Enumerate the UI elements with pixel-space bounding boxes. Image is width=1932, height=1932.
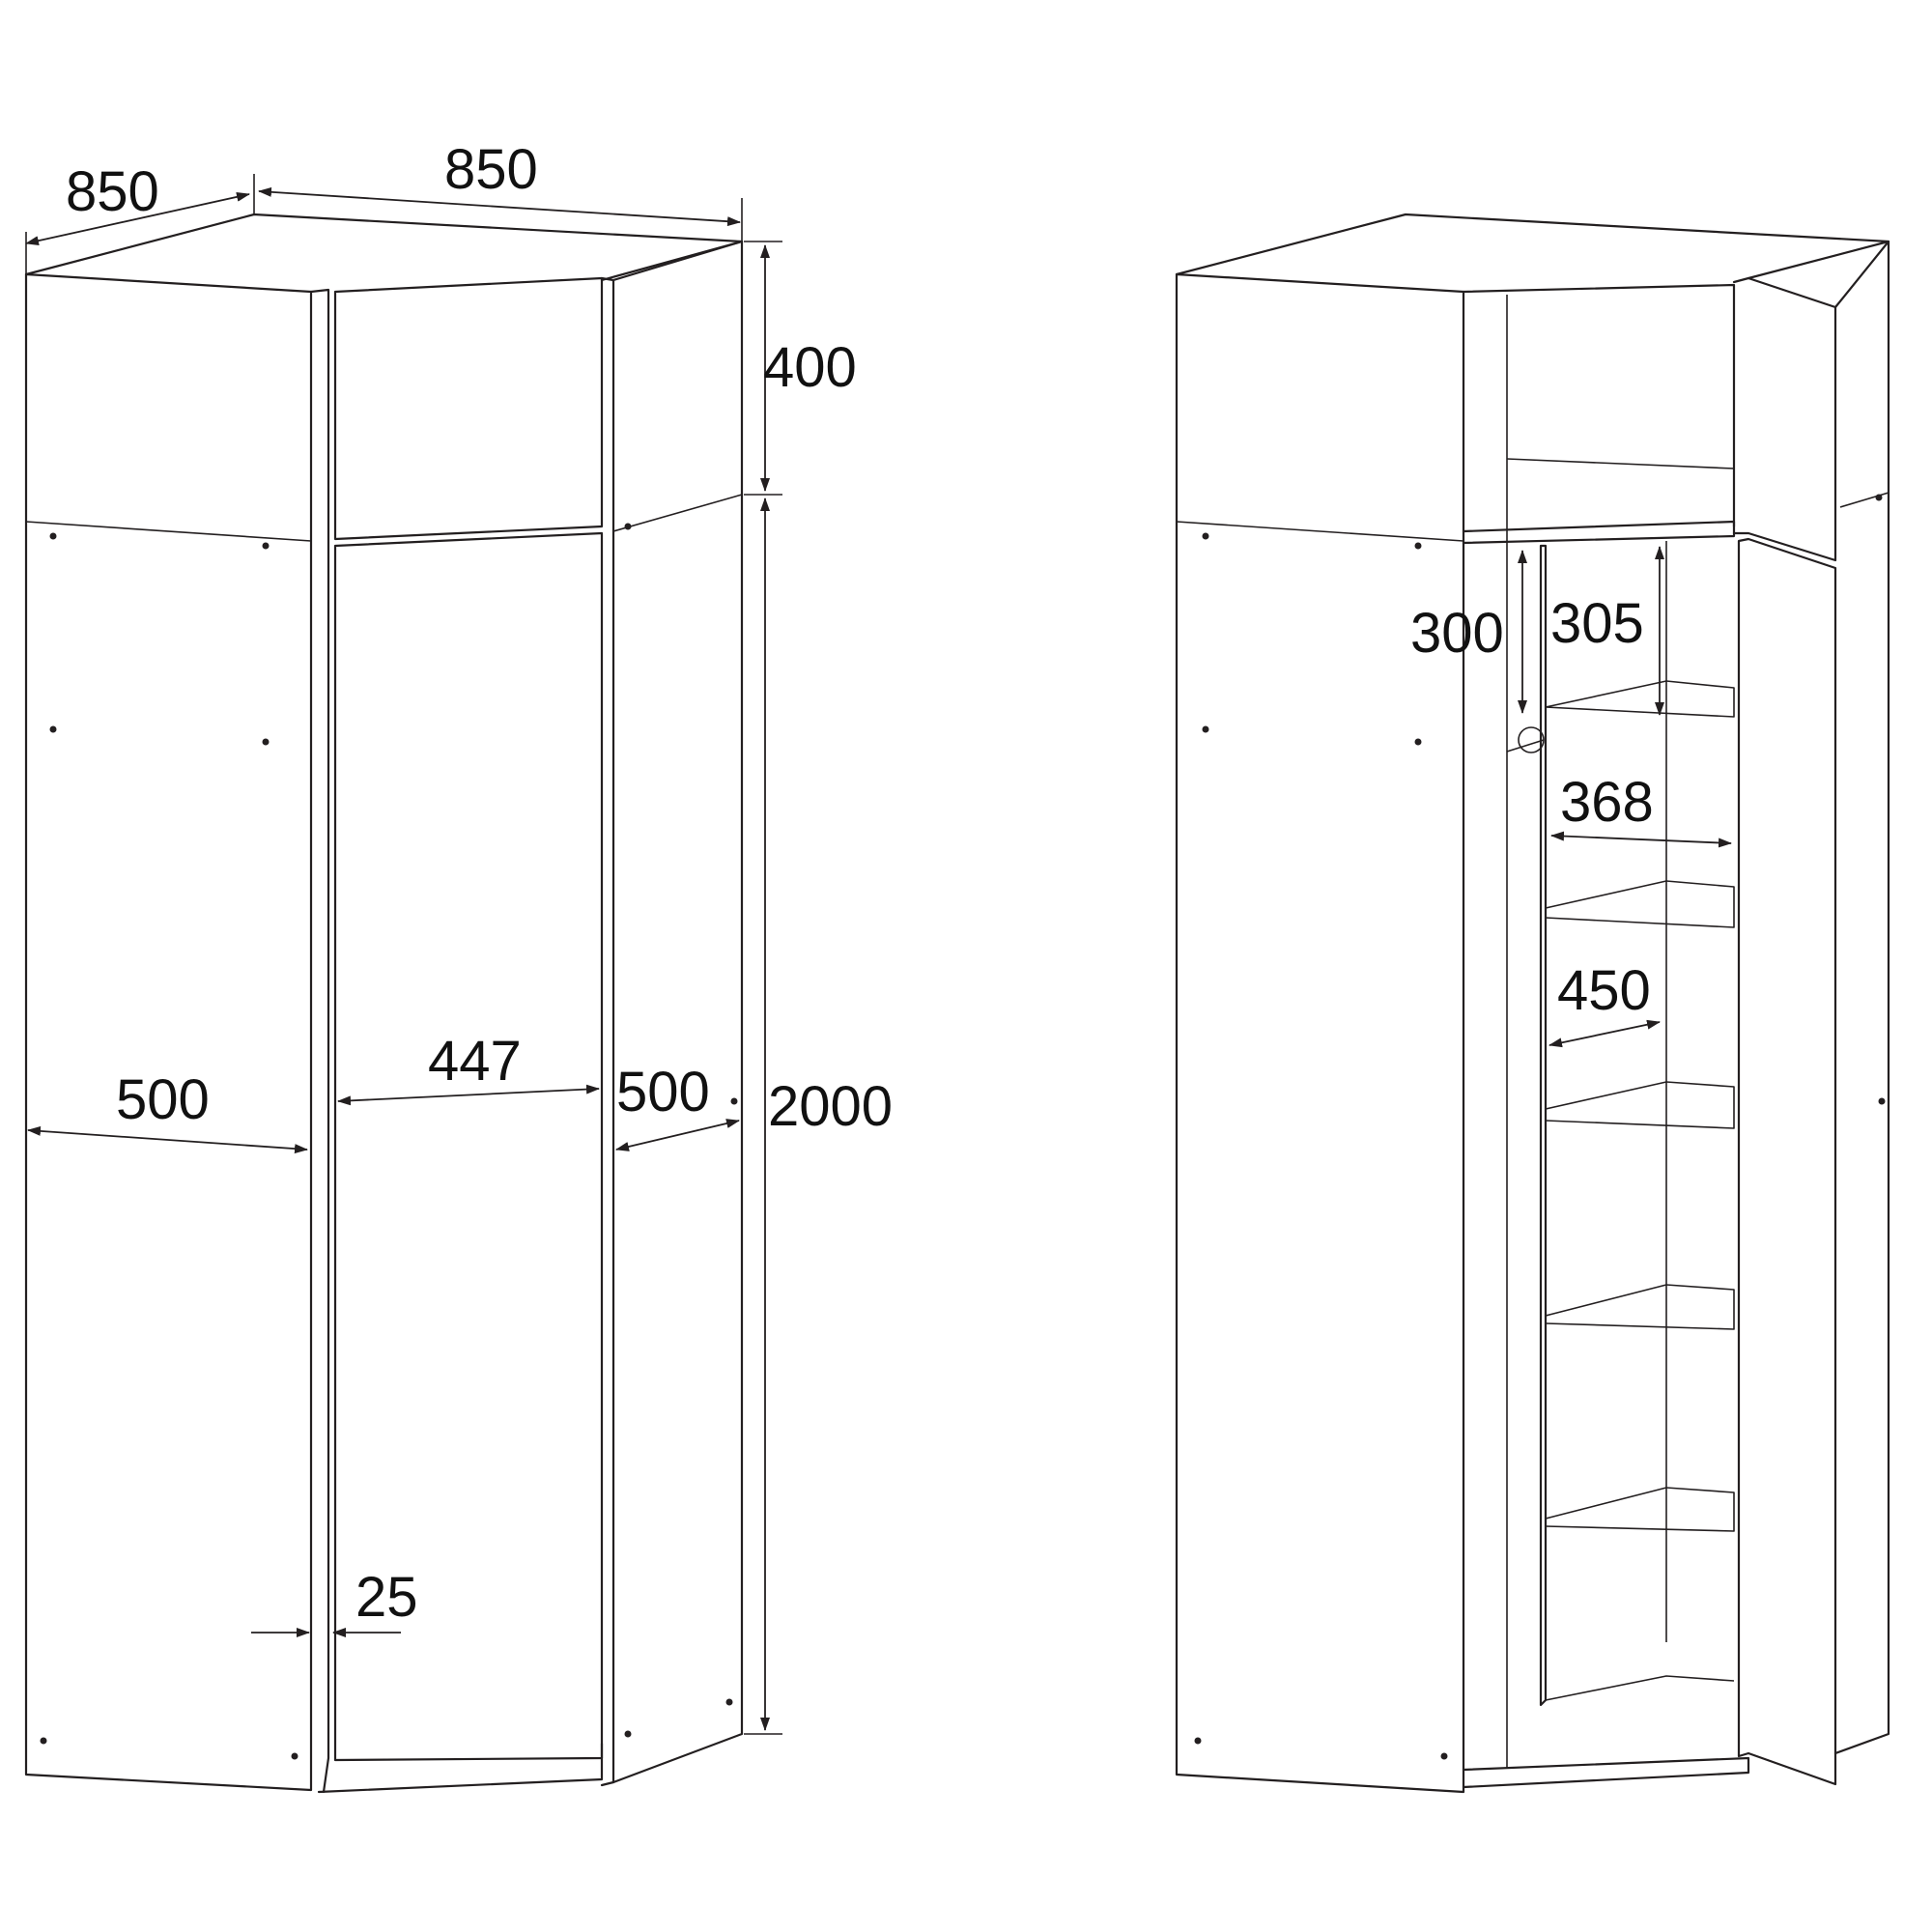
- label-door-gap: 25: [355, 1566, 418, 1629]
- label-top-section-height: 400: [763, 336, 857, 399]
- open-right-side-panel: [1833, 240, 1890, 1755]
- label-right-side-width: 500: [616, 1061, 710, 1123]
- open-wardrobe-view: [1175, 213, 1890, 1794]
- shelf-bottom: [1545, 1675, 1735, 1701]
- label-shelf-depth: 450: [1557, 959, 1651, 1022]
- right-panel-edge: [600, 276, 615, 1787]
- shelf-3: [1545, 1081, 1735, 1129]
- open-lower-door: [1737, 537, 1837, 1786]
- vertical-partition: [1539, 544, 1548, 1707]
- shelf-2: [1545, 880, 1735, 928]
- interior-top-edge: [1462, 283, 1736, 528]
- label-shelf-width: 368: [1560, 771, 1654, 834]
- label-total-height: 2000: [768, 1075, 893, 1138]
- open-top-surface: [1175, 213, 1890, 280]
- top-surface-outline: [24, 213, 744, 282]
- closed-view-labels: 850 850 400 2000 500 447 500 25: [66, 138, 893, 1629]
- label-depth-right: 850: [444, 138, 538, 201]
- label-door-width: 447: [428, 1030, 522, 1093]
- right-side-panel: [611, 240, 744, 1784]
- label-hanging-rail-height: 300: [1410, 602, 1504, 665]
- shelf-5: [1545, 1487, 1735, 1532]
- open-view-labels: 300 305 368 450: [1410, 592, 1654, 1022]
- label-depth-left: 850: [66, 160, 159, 223]
- shelf-1: [1545, 680, 1735, 718]
- upper-compartment-shelf: [1506, 458, 1735, 469]
- right-panel-top-seam: [612, 494, 743, 532]
- left-side-panel: [24, 272, 313, 1792]
- bottom-plinth: [317, 1742, 604, 1794]
- upper-divider-shelf: [1462, 520, 1736, 545]
- door-gap-strip: [309, 288, 330, 1794]
- label-left-side-width: 500: [116, 1068, 210, 1131]
- closed-view-dimension-lines: [25, 174, 782, 1735]
- open-upper-door: [1732, 276, 1837, 562]
- open-view-dimension-lines: [1518, 546, 1732, 1048]
- open-left-side-panel: [1175, 272, 1465, 1794]
- upper-door-panel: [333, 276, 604, 541]
- shelf-4: [1545, 1284, 1735, 1330]
- left-panel-top-seam: [25, 521, 312, 542]
- open-bottom-plinth: [1462, 1756, 1750, 1789]
- open-left-top-seam: [1176, 521, 1464, 542]
- label-shelf-spacing: 305: [1550, 592, 1644, 655]
- closed-wardrobe-view: [24, 213, 744, 1794]
